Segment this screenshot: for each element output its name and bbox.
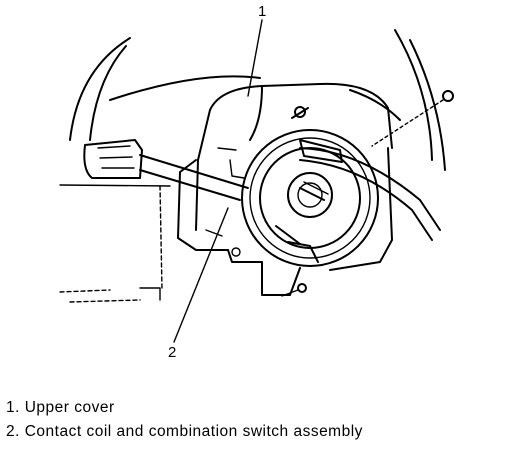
steering-column-diagram — [59, 19, 454, 343]
combination-switch-lever — [59, 139, 249, 201]
steering-wheel-outline — [69, 29, 446, 171]
callout-leader-lines — [173, 19, 263, 343]
legend-item-upper-cover: 1. Upper cover — [6, 399, 115, 416]
column-housing — [177, 147, 393, 296]
screw-lower — [281, 283, 307, 297]
callout-number-1: 1 — [258, 3, 267, 20]
upper-cover — [195, 82, 393, 231]
contact-coil — [241, 129, 379, 267]
parts-legend: 1. Upper cover 2. Contact coil and combi… — [6, 396, 363, 444]
legend-item-contact-coil: 2. Contact coil and combination switch a… — [6, 423, 363, 440]
screw-upper-right — [371, 90, 454, 147]
steering-shaft — [299, 147, 441, 241]
callout-number-2: 2 — [168, 344, 177, 361]
wiring-harness — [59, 185, 163, 303]
